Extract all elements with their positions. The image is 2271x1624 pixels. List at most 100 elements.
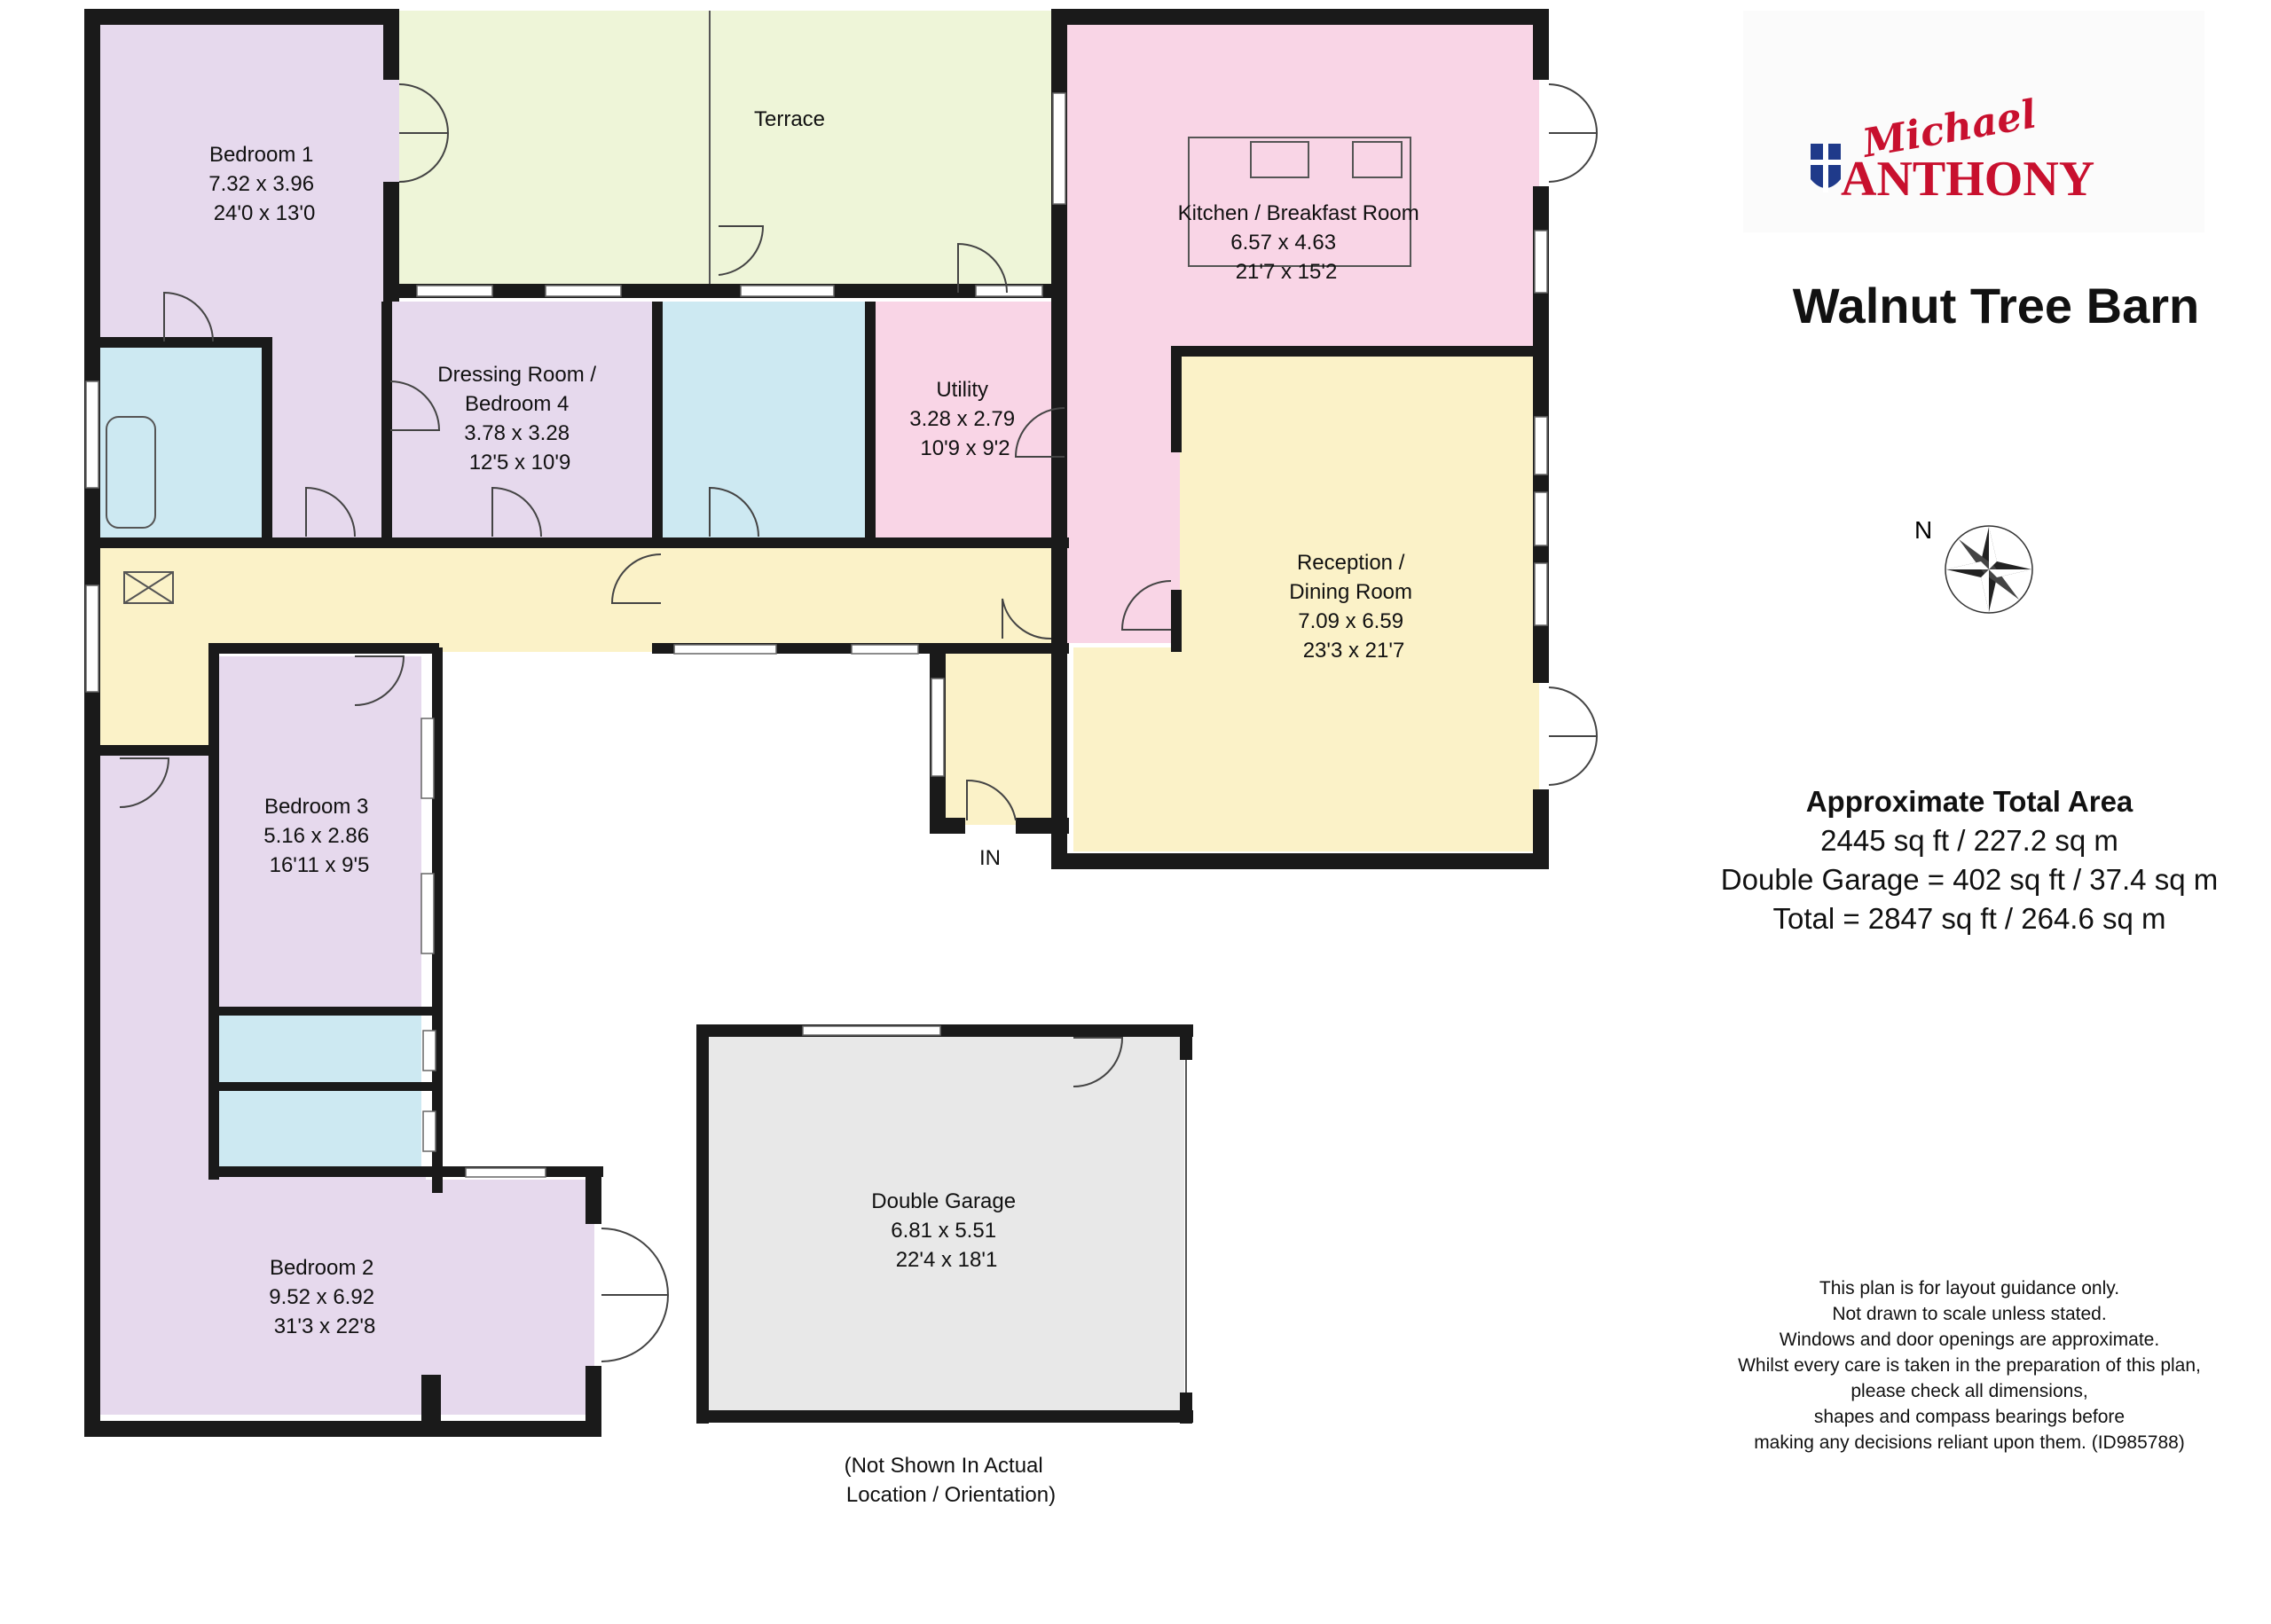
logo: Michael ANTHONY	[1743, 11, 2204, 232]
door-swing	[305, 486, 356, 537]
entrance-label: IN	[979, 846, 1001, 870]
disclaimer: This plan is for layout guidance only. N…	[1686, 1275, 2253, 1455]
reception-label: Reception / Dining Room 7.09 x 6.59 23'3…	[1289, 551, 1418, 663]
door-swing	[1002, 598, 1052, 640]
bedroom2-label: Bedroom 2 9.52 x 6.92 31'3 x 22'8	[269, 1256, 380, 1338]
window	[851, 644, 919, 655]
compass-north-label: N	[1914, 516, 1933, 544]
kitchen-label: Kitchen / Breakfast Room 6.57 x 4.63 21'…	[1178, 201, 1426, 284]
wall	[98, 337, 271, 348]
window	[975, 285, 1043, 297]
door-swing	[163, 291, 214, 342]
door-swing	[601, 1294, 669, 1362]
wall	[652, 302, 663, 543]
room-fills	[98, 11, 1539, 1415]
disclaimer-line: making any decisions reliant upon them. …	[1754, 1432, 2185, 1453]
wall	[383, 9, 399, 80]
disclaimer-line: Whilst every care is taken in the prepar…	[1738, 1355, 2201, 1376]
hob-icon	[1250, 141, 1309, 178]
wall	[1180, 1393, 1192, 1424]
wall	[84, 1421, 601, 1437]
bedroom2-fill	[98, 752, 594, 1415]
disclaimer-line: Windows and door openings are approximat…	[1779, 1330, 2160, 1350]
door-swing	[1548, 83, 1599, 134]
wall	[1051, 643, 1067, 869]
door-swing	[610, 553, 662, 604]
door-swing	[1548, 132, 1598, 183]
wall	[213, 1082, 439, 1091]
kitchen-island	[1188, 137, 1411, 267]
window	[85, 584, 99, 693]
door-swing	[1120, 580, 1172, 631]
wall	[213, 1007, 439, 1016]
area-summary: Approximate Total Area 2445 sq ft / 227.…	[1668, 782, 2271, 938]
door-swing	[957, 242, 1008, 294]
shower2-fill	[217, 1087, 421, 1171]
window	[740, 285, 835, 297]
window	[1534, 416, 1548, 475]
door-swing	[398, 83, 450, 134]
bedroom3-label: Bedroom 3 5.16 x 2.86 16'11 x 9'5	[263, 795, 374, 877]
door-swing	[1548, 686, 1599, 737]
garage-label: Double Garage 6.81 x 5.51 22'4 x 18'1	[871, 1189, 1021, 1272]
door-swing	[1073, 1037, 1124, 1087]
garage-fill	[705, 1033, 1184, 1415]
window	[85, 381, 99, 489]
window	[673, 644, 777, 655]
window	[1534, 230, 1548, 294]
bathroom-fill	[661, 302, 869, 541]
shower1-fill	[217, 1011, 421, 1082]
wall	[585, 1366, 601, 1437]
utility-label: Utility 3.28 x 2.79 10'9 x 9'2	[909, 378, 1020, 460]
hall-fill	[98, 543, 1065, 752]
wall	[89, 745, 213, 756]
terrace-fill	[399, 11, 1060, 290]
window	[931, 678, 945, 777]
wall	[696, 1024, 709, 1424]
wall	[1171, 346, 1544, 357]
window	[422, 1110, 436, 1152]
wall	[585, 1166, 601, 1224]
logo-artwork: Michael ANTHONY	[1811, 91, 2094, 207]
window	[545, 285, 622, 297]
door-swing	[398, 132, 449, 183]
window	[1534, 562, 1548, 626]
window	[420, 718, 435, 799]
bedroom3-fill	[217, 656, 421, 1011]
window	[1534, 491, 1548, 546]
disclaimer-line: shapes and compass bearings before	[1813, 1407, 2126, 1427]
wall	[930, 818, 965, 834]
window	[422, 1030, 436, 1071]
disclaimer-line: please check all dimensions,	[1851, 1381, 2088, 1401]
door-swing	[491, 486, 542, 537]
wall	[421, 1375, 441, 1424]
door-swing	[1548, 735, 1598, 786]
wall	[1171, 590, 1182, 652]
dressing-fill	[390, 302, 656, 541]
wall	[1016, 818, 1069, 834]
svg-text:ANTHONY: ANTHONY	[1841, 152, 2094, 207]
wall	[262, 337, 272, 543]
window	[420, 873, 435, 954]
doors	[119, 83, 1599, 1362]
door-swing	[389, 381, 441, 431]
ensuite1-fill	[98, 341, 266, 541]
wall	[1051, 9, 1548, 25]
sink-icon	[1352, 141, 1403, 178]
area-heading: Approximate Total Area	[1805, 785, 2133, 818]
door-swing	[966, 779, 1017, 821]
door-swing	[119, 757, 170, 808]
garage-note: (Not Shown In Actual Location / Orientat…	[845, 1454, 1056, 1507]
reception-fill	[1073, 355, 1539, 851]
wall	[696, 1410, 1193, 1423]
fixtures	[106, 11, 1411, 1393]
wall	[1051, 853, 1549, 869]
wall	[1171, 346, 1182, 452]
wall	[84, 9, 399, 25]
skylight-icon	[123, 571, 174, 604]
terrace-label: Terrace	[754, 107, 825, 131]
wall	[208, 643, 439, 654]
room-labels: Bedroom 1 7.32 x 3.96 24'0 x 13'0 Terrac…	[208, 107, 1426, 1507]
skylight-cross	[123, 571, 174, 604]
